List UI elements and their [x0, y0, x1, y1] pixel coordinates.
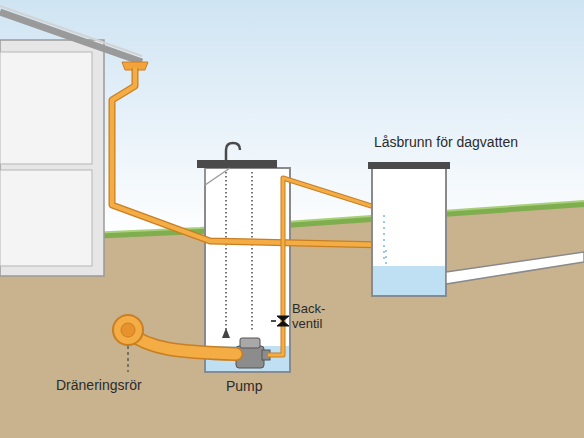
trap-water	[373, 266, 445, 295]
well-lid	[197, 160, 277, 168]
pump-well	[205, 168, 290, 372]
house	[0, 6, 148, 276]
check-valve-stem	[271, 320, 276, 322]
roof	[0, 12, 142, 62]
float	[222, 328, 230, 338]
part-label: Pump	[226, 378, 263, 394]
roof-edge	[0, 6, 142, 56]
lid-handle	[226, 143, 240, 160]
house-room	[0, 170, 92, 266]
float-chain	[225, 172, 227, 330]
part-label: Back- ventil	[292, 302, 338, 332]
house-room	[0, 52, 92, 164]
pressure-pipe	[268, 178, 384, 355]
part-label: Dräneringsrör	[56, 377, 142, 393]
part-label: Låsbrunn för dagvatten	[374, 134, 518, 150]
float-chain	[251, 172, 253, 330]
water-drops	[384, 215, 386, 264]
drain-pipe	[113, 315, 236, 354]
house-wall	[0, 40, 104, 276]
trap-lid	[368, 162, 450, 169]
leader-line	[127, 346, 128, 372]
trap-well	[372, 168, 446, 296]
check-valve-symbol	[277, 316, 289, 326]
downpipe	[112, 68, 385, 245]
outlet-pipe	[446, 252, 584, 284]
